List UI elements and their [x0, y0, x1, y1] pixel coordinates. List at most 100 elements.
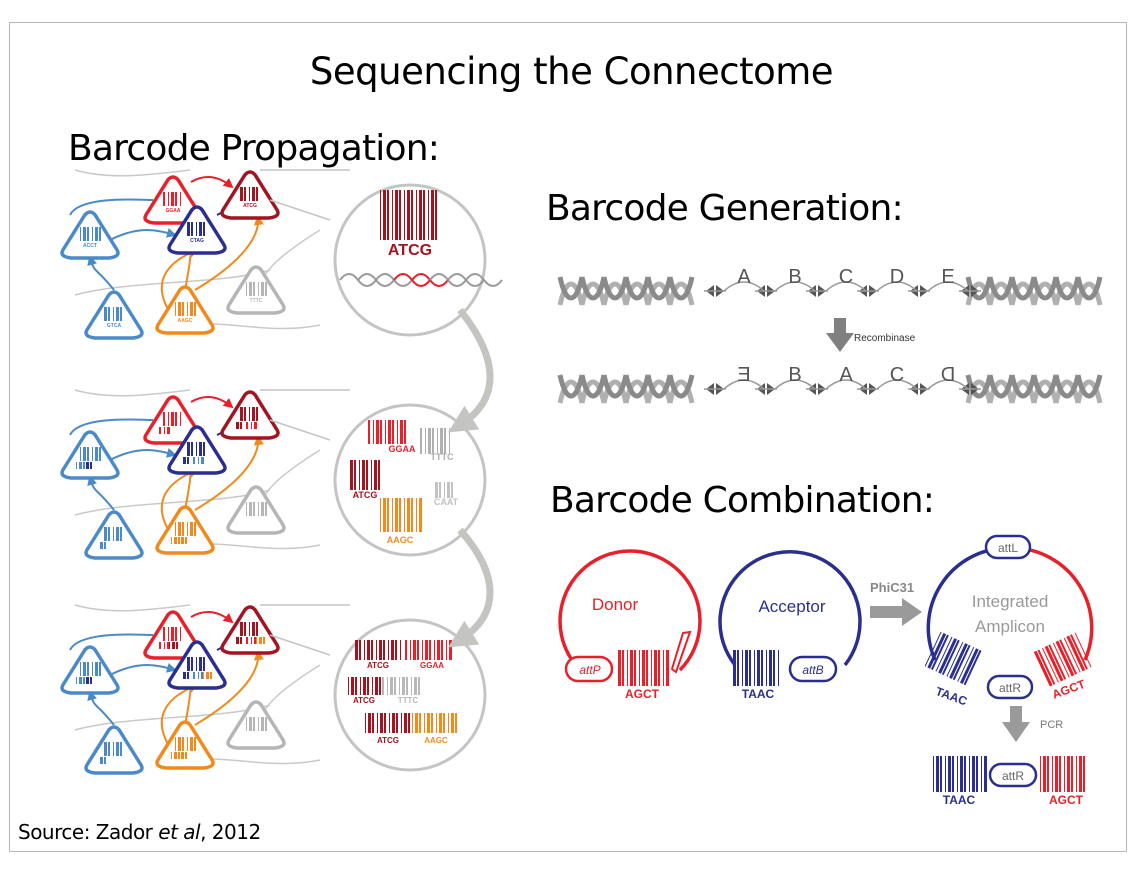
integrated-plasmid-right [1014, 546, 1094, 661]
neuron-barcode [104, 742, 122, 756]
recombinase-label: Recombinase [854, 333, 916, 344]
dna-strand [1031, 276, 1059, 301]
blue-connection [69, 418, 154, 436]
neuron-barcode-extra [76, 677, 85, 684]
pcr-arrowhead [1002, 722, 1030, 742]
neuron-barcode-extra [193, 672, 204, 679]
acceptor-code: TAAC [742, 687, 775, 701]
neuron-barcode-extra [100, 757, 106, 764]
neuron-barcode-extra [181, 537, 187, 544]
blue-connection [109, 448, 177, 461]
dna-strand [1053, 374, 1081, 399]
zoom-barcode [348, 677, 381, 695]
dna-strand [601, 281, 629, 306]
dna-strand [557, 276, 585, 301]
neuron-code: TTTC [250, 298, 263, 304]
barcode-letter: B [788, 364, 801, 386]
integrated-plasmid-left [926, 546, 1006, 661]
donor-label: Donor [592, 595, 639, 614]
zoom-code: ATCG [353, 696, 375, 705]
gray-connection [74, 389, 191, 397]
heading-barcode-propagation: Barcode Propagation: [68, 128, 440, 169]
zoom-barcode [382, 677, 420, 695]
neuron-barcode-extra [181, 752, 187, 759]
zoom-barcode [368, 420, 406, 444]
neuron-barcode-extra [171, 537, 180, 544]
zoom-code: ATCG [388, 242, 432, 259]
neuron-triangle [60, 210, 120, 260]
gray-connection [258, 664, 321, 722]
neuron-code: GGAA [166, 208, 181, 214]
zoom-code: TTTC [431, 452, 454, 462]
product-attr-label: attR [1002, 769, 1024, 783]
acceptor-plasmid [718, 550, 862, 667]
zoom-code: CAAT [434, 497, 459, 507]
dna-strand [601, 374, 629, 399]
source-prefix: Source: Zador [18, 820, 159, 844]
red-connection [190, 396, 234, 409]
dna-helix [465, 273, 503, 287]
zoom-circle [333, 403, 487, 557]
dna-strand [579, 374, 607, 399]
product-code-left: TAAC [943, 793, 976, 807]
product-barcode-left [933, 756, 987, 792]
neuron-barcode [80, 227, 101, 241]
neuron-barcode-extra [183, 672, 189, 679]
neuron-barcode [187, 657, 205, 671]
neuron-barcode [163, 192, 181, 206]
donor-barcode [618, 650, 669, 686]
zoom-line [269, 419, 331, 441]
dna-arc [927, 379, 969, 390]
dna-strand [965, 379, 993, 404]
integrated-barcode-left [924, 631, 982, 686]
dna-strand [623, 276, 651, 301]
dna-strand [557, 379, 585, 404]
dna-strand [557, 374, 585, 399]
neuron-barcode-extra [159, 642, 170, 649]
neuron-barcode-extra [236, 637, 242, 644]
neuron-barcode-extra [171, 752, 180, 759]
neuron-barcode [175, 737, 196, 751]
neuron-triangle [226, 265, 286, 315]
gray-connection [258, 229, 321, 287]
dna-strand [987, 281, 1015, 306]
dna-strand [965, 276, 993, 301]
dna-strand [1075, 281, 1103, 306]
zoom-line [269, 634, 331, 656]
dna-strand [1009, 281, 1037, 306]
zoom-barcode [420, 428, 450, 454]
dna-strand [987, 379, 1015, 404]
dna-strand [645, 374, 673, 399]
dna-strand [667, 374, 695, 399]
neuron-barcode [187, 222, 205, 236]
dna-arc [876, 379, 918, 390]
barcode-letter: A [839, 364, 853, 386]
gray-connection [74, 604, 191, 612]
slide-frame [9, 22, 1127, 852]
dna-strand [1053, 379, 1081, 404]
neuron-barcode [80, 447, 101, 461]
dna-arc [825, 379, 867, 390]
barcode-letter: B [788, 266, 801, 288]
dna-arc [774, 281, 816, 292]
dna-arc [876, 281, 918, 292]
barcode-letter: C [839, 266, 853, 288]
neuron-code: AAGC [178, 318, 193, 324]
phic31-arrowhead [902, 598, 922, 626]
neuron-barcode [187, 442, 205, 456]
neuron-barcode [240, 187, 258, 201]
zoom-barcode [355, 640, 401, 660]
dna-strand [1075, 379, 1103, 404]
attp-label: attP [579, 663, 600, 677]
product-code-right: AGCT [1049, 793, 1084, 807]
orange-connection [194, 215, 264, 291]
source-suffix: , 2012 [200, 820, 261, 844]
red-connection [190, 611, 234, 624]
barcode-letter: E [737, 364, 750, 386]
recombinase-arrow [826, 318, 854, 352]
neuron-barcode [104, 527, 122, 541]
dna-strand [645, 276, 673, 301]
propagation-panels: GGAAATCGACCTCTAGTTTCGTCAAAGCATCGGGAATTTC… [60, 169, 503, 775]
